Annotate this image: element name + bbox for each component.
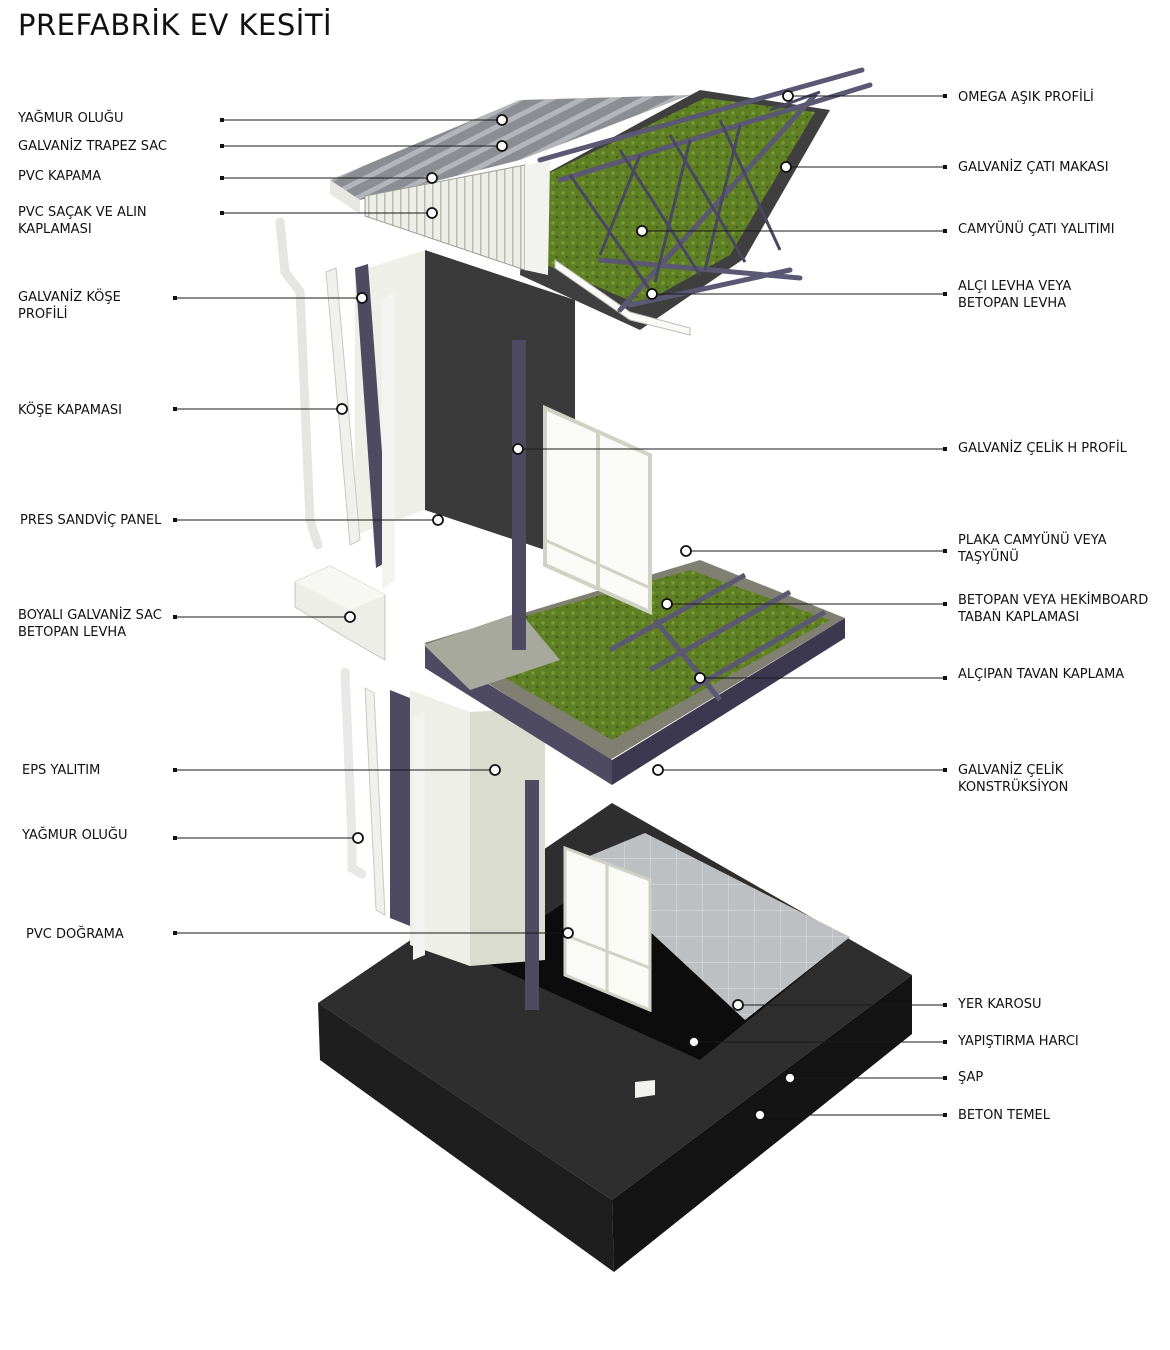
label-yer-karosu: YER KAROSU <box>958 997 1042 1012</box>
label-yagmur-olugu-bottom: YAĞMUR OLUĞU <box>22 828 128 843</box>
leader-end-camyunu-cati-yalitimi <box>943 229 947 233</box>
label-kose-kapamasi: KÖŞE KAPAMASI <box>18 403 122 418</box>
ground-floor-walls <box>390 690 655 1098</box>
label-galvaniz-cati-makasi: GALVANİZ ÇATI MAKASI <box>958 160 1109 175</box>
marker-camyunu-cati-yalitimi <box>636 225 648 237</box>
leader-lines <box>173 90 947 1121</box>
marker-pres-sandvic-panel <box>432 514 444 526</box>
leader-end-kose-kapamasi <box>173 407 177 411</box>
label-camyunu-cati-yalitimi: CAMYÜNÜ ÇATI YALITIMI <box>958 222 1115 237</box>
leader-end-galvaniz-kose-profili <box>173 296 177 300</box>
leader-end-pres-sandvic-panel <box>173 518 177 522</box>
marker-boyali-galvaniz-sac <box>344 611 356 623</box>
marker-betopan-taban <box>661 598 673 610</box>
marker-yer-karosu <box>732 999 744 1011</box>
label-alci-levha: ALÇI LEVHA VEYA BETOPAN LEVHA <box>958 279 1072 311</box>
page-title: PREFABRİK EV KESİTİ <box>18 8 333 42</box>
marker-pvc-sacak <box>426 207 438 219</box>
label-betopan-taban: BETOPAN VEYA HEKİMBOARD TABAN KAPLAMASI <box>958 593 1149 625</box>
label-pvc-kapama: PVC KAPAMA <box>18 169 102 184</box>
boyali-galvaniz-sac-trim <box>294 565 386 661</box>
leader-end-betopan-taban <box>943 602 947 606</box>
label-pvc-dograma: PVC DOĞRAMA <box>26 927 124 942</box>
leader-end-yagmur-olugu-top <box>220 118 224 122</box>
label-galvaniz-kose-profili: GALVANİZ KÖŞE PROFİLİ <box>18 290 121 322</box>
marker-pvc-kapama <box>426 172 438 184</box>
yagmur-olugu-upper-pipe <box>275 217 361 550</box>
upper-floor-walls <box>355 250 652 650</box>
marker-omega-asik-profili <box>782 90 794 102</box>
label-yapistirma-harci: YAPIŞTIRMA HARCI <box>958 1034 1079 1049</box>
marker-alcipan-tavan <box>694 672 706 684</box>
leader-end-omega-asik-profili <box>943 94 947 98</box>
marker-galvaniz-kose-profili <box>356 292 368 304</box>
marker-galvaniz-celik-h-profil <box>512 443 524 455</box>
yagmur-olugu-lower-pipe <box>340 667 386 916</box>
leader-end-sap <box>943 1076 947 1080</box>
marker-alci-levha <box>646 288 658 300</box>
leader-end-galvaniz-trapez-sac <box>220 144 224 148</box>
marker-galvaniz-cati-makasi <box>780 161 792 173</box>
marker-galvaniz-trapez-sac <box>496 140 508 152</box>
marker-yapistirma-harci <box>688 1036 700 1048</box>
label-pvc-sacak: PVC SAÇAK VE ALIN KAPLAMASI <box>18 205 147 237</box>
marker-eps-yalitim <box>489 764 501 776</box>
label-plaka-camyunu: PLAKA CAMYÜNÜ VEYA TAŞYÜNÜ <box>958 533 1107 565</box>
marker-yagmur-olugu-bottom <box>352 832 364 844</box>
leader-end-galvaniz-celik-h-profil <box>943 447 947 451</box>
marker-plaka-camyunu <box>680 545 692 557</box>
leader-end-pvc-kapama <box>220 176 224 180</box>
leader-end-eps-yalitim <box>173 768 177 772</box>
roof-assembly <box>330 67 873 336</box>
label-yagmur-olugu-top: YAĞMUR OLUĞU <box>18 111 124 126</box>
label-beton-temel: BETON TEMEL <box>958 1108 1050 1123</box>
leader-end-pvc-dograma <box>173 931 177 935</box>
marker-kose-kapamasi <box>336 403 348 415</box>
label-galvaniz-celik-h-profil: GALVANİZ ÇELİK H PROFİL <box>958 441 1127 456</box>
label-boyali-galvaniz-sac: BOYALI GALVANİZ SAC BETOPAN LEVHA <box>18 608 162 640</box>
marker-sap <box>784 1072 796 1084</box>
leader-end-alci-levha <box>943 292 947 296</box>
label-sap: ŞAP <box>958 1070 984 1085</box>
label-galvaniz-celik-konstruksiyon: GALVANİZ ÇELİK KONSTRÜKSİYON <box>958 763 1069 795</box>
label-eps-yalitim: EPS YALITIM <box>22 763 101 778</box>
label-omega-asik-profili: OMEGA AŞIK PROFİLİ <box>958 90 1094 105</box>
label-galvaniz-trapez-sac: GALVANİZ TRAPEZ SAC <box>18 139 167 154</box>
marker-galvaniz-celik-konstruksiyon <box>652 764 664 776</box>
marker-yagmur-olugu-top <box>496 114 508 126</box>
marker-pvc-dograma <box>562 927 574 939</box>
leader-end-galvaniz-celik-konstruksiyon <box>943 768 947 772</box>
label-pres-sandvic-panel: PRES SANDVİÇ PANEL <box>20 513 162 528</box>
leader-end-yapistirma-harci <box>943 1040 947 1044</box>
leader-end-plaka-camyunu <box>943 549 947 553</box>
leader-end-boyali-galvaniz-sac <box>173 615 177 619</box>
leader-end-yagmur-olugu-bottom <box>173 836 177 840</box>
leader-end-yer-karosu <box>943 1003 947 1007</box>
label-alcipan-tavan: ALÇIPAN TAVAN KAPLAMA <box>958 667 1125 682</box>
marker-beton-temel <box>754 1109 766 1121</box>
leader-end-alcipan-tavan <box>943 676 947 680</box>
leader-end-galvaniz-cati-makasi <box>943 165 947 169</box>
leader-end-beton-temel <box>943 1113 947 1117</box>
leader-end-pvc-sacak <box>220 211 224 215</box>
